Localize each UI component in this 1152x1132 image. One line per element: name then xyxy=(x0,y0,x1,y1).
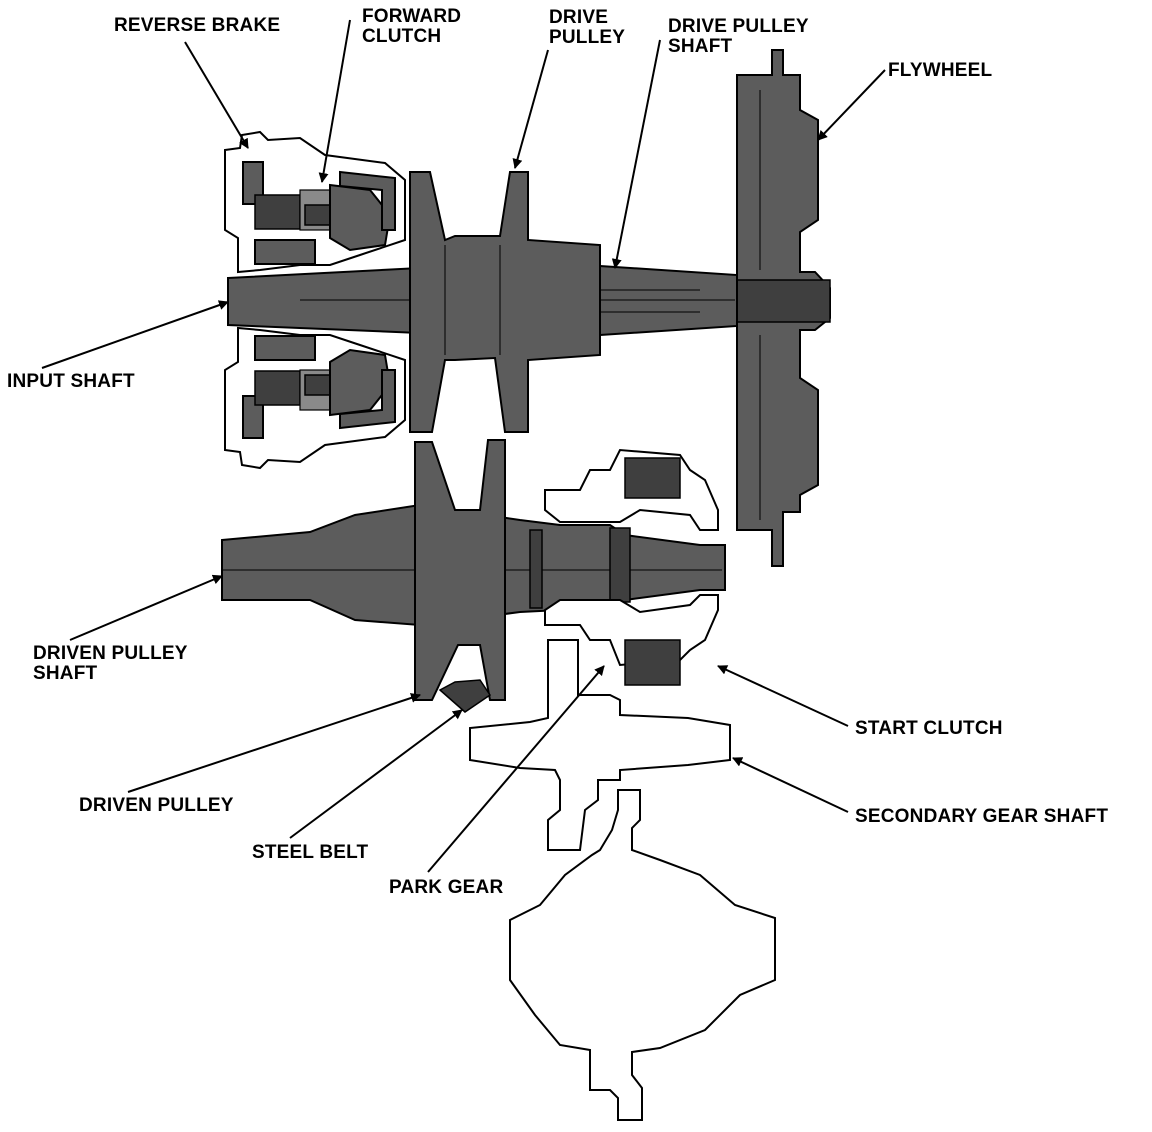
leader-forward-clutch xyxy=(318,19,351,183)
label-driven-pulley-shaft-line2: SHAFT xyxy=(33,663,98,684)
clutch-pack-lower xyxy=(224,326,406,470)
label-driven-pulley-shaft-line1: DRIVEN PULLEY xyxy=(33,643,188,664)
clutch-pack-upper xyxy=(224,130,406,274)
leader-driven-pulley-shaft xyxy=(69,574,223,641)
label-park-gear: PARK GEAR xyxy=(389,877,504,898)
label-input-shaft: INPUT SHAFT xyxy=(7,371,135,392)
label-flywheel: FLYWHEEL xyxy=(888,60,993,81)
driven-pulley-part xyxy=(414,439,506,713)
leader-driven-pulley xyxy=(127,693,421,793)
steel-belt-part xyxy=(438,679,492,713)
label-steel-belt: STEEL BELT xyxy=(252,842,369,863)
label-drive-pulley-shaft-line2: SHAFT xyxy=(668,36,733,57)
label-forward-clutch-line1: FORWARD xyxy=(362,6,462,27)
secondary-gear-shaft-part xyxy=(469,639,731,851)
leader-park-gear xyxy=(427,665,605,873)
leader-secondary-gear-shaft xyxy=(732,757,849,813)
leader-start-clutch xyxy=(717,665,849,727)
start-clutch-part xyxy=(544,448,719,686)
leader-drive-pulley xyxy=(512,49,549,169)
drive-pulley-part xyxy=(409,171,601,433)
label-forward-clutch-line2: CLUTCH xyxy=(362,26,442,47)
differential-part xyxy=(509,789,776,1121)
leader-steel-belt xyxy=(289,709,463,839)
leader-lines xyxy=(41,19,886,873)
leader-reverse-brake xyxy=(184,41,249,149)
label-drive-pulley-line1: DRIVE xyxy=(549,7,609,28)
label-reverse-brake: REVERSE BRAKE xyxy=(114,15,281,36)
leader-input-shaft xyxy=(41,300,229,369)
leader-flywheel xyxy=(817,69,886,141)
label-drive-pulley-line2: PULLEY xyxy=(549,27,626,48)
label-start-clutch: START CLUTCH xyxy=(855,718,1003,739)
label-driven-pulley: DRIVEN PULLEY xyxy=(79,795,234,816)
label-secondary-gear-shaft: SECONDARY GEAR SHAFT xyxy=(855,806,1109,827)
label-drive-pulley-shaft-line1: DRIVE PULLEY xyxy=(668,16,809,37)
leader-drive-pulley-shaft xyxy=(611,39,661,269)
flywheel-part xyxy=(736,49,831,567)
